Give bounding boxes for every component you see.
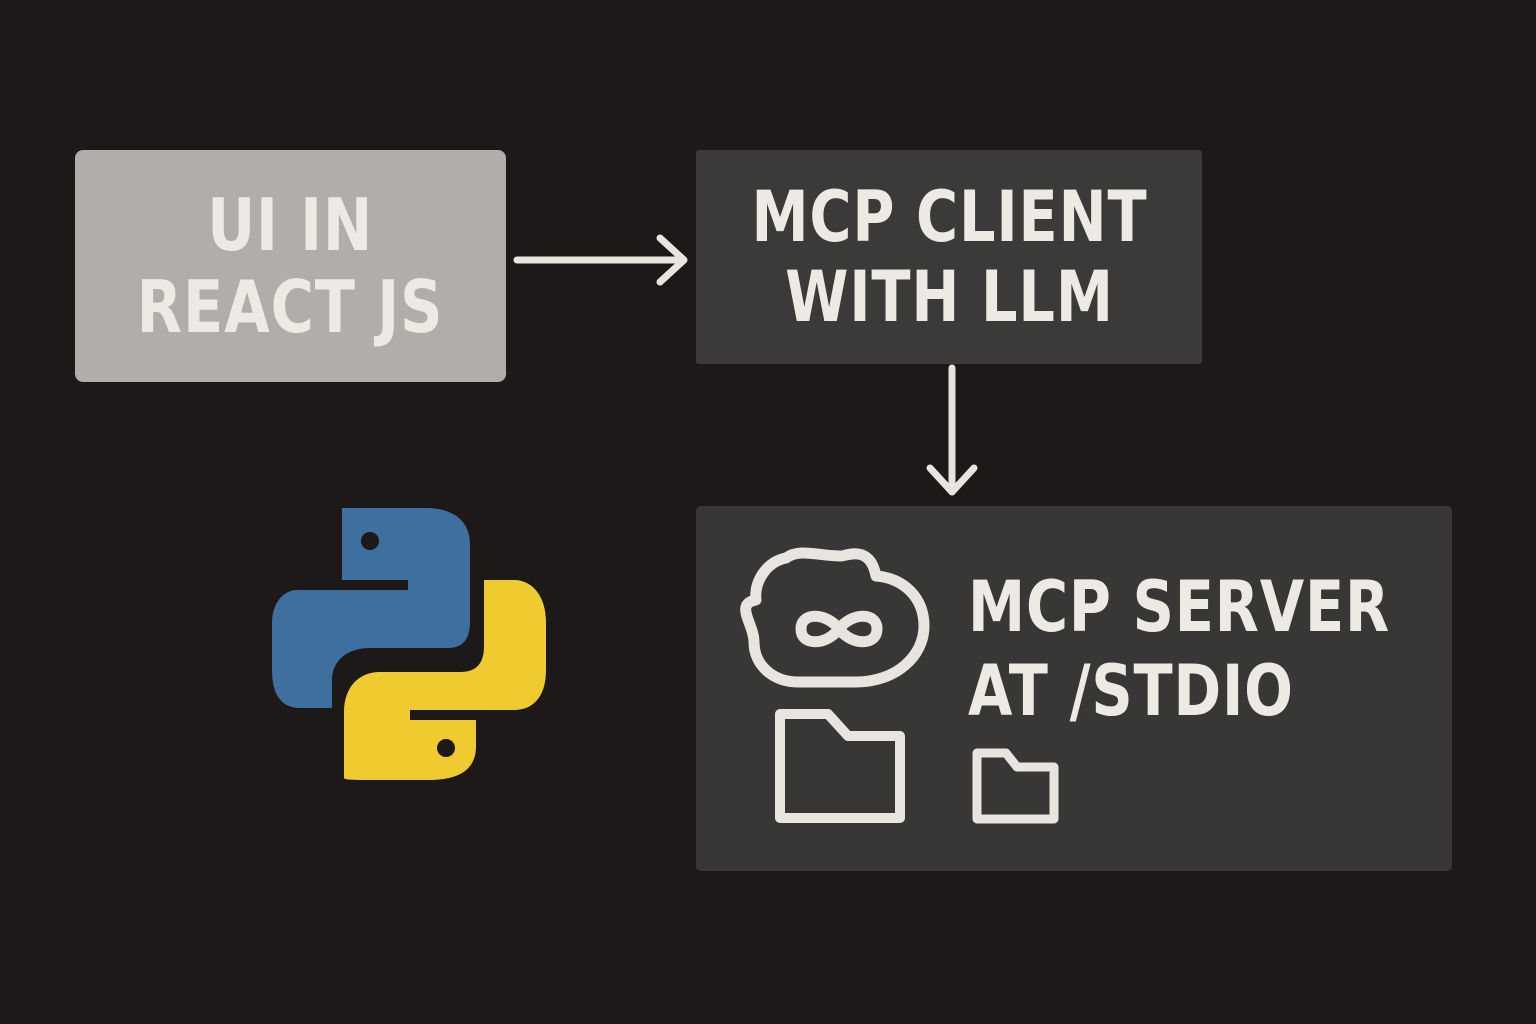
client-node-label-line-2: WITH LLM [784, 256, 1114, 338]
server-node-label: MCP SERVER AT /STDIO [968, 572, 1483, 740]
python-logo-blue [272, 508, 470, 708]
ui-node-label-line-2: REACT JS [137, 265, 444, 349]
folder-icon-small [972, 748, 1059, 824]
python-logo-yellow [344, 580, 546, 780]
ui-node-label-line-1: UI IN [207, 183, 374, 267]
python-logo [272, 508, 546, 780]
mcp-server-node: MCP SERVER AT /STDIO [696, 506, 1452, 871]
ui-react-node: UI IN REACT JS [75, 150, 506, 382]
python-logo-eye-top [361, 532, 379, 550]
server-node-label-line-1: MCP SERVER [968, 566, 1391, 648]
mcp-client-node: MCP CLIENT WITH LLM [696, 150, 1202, 364]
python-logo-eye-bottom [437, 739, 455, 757]
server-icons [740, 547, 1059, 824]
arrow-ui-to-client [513, 234, 688, 286]
arrow-client-to-server [926, 364, 978, 496]
server-node-label-line-2: AT /STDIO [968, 650, 1294, 732]
folder-icon-large [775, 709, 905, 823]
client-node-label-line-1: MCP CLIENT [751, 176, 1147, 258]
cloud-infinity-icon [740, 547, 930, 688]
